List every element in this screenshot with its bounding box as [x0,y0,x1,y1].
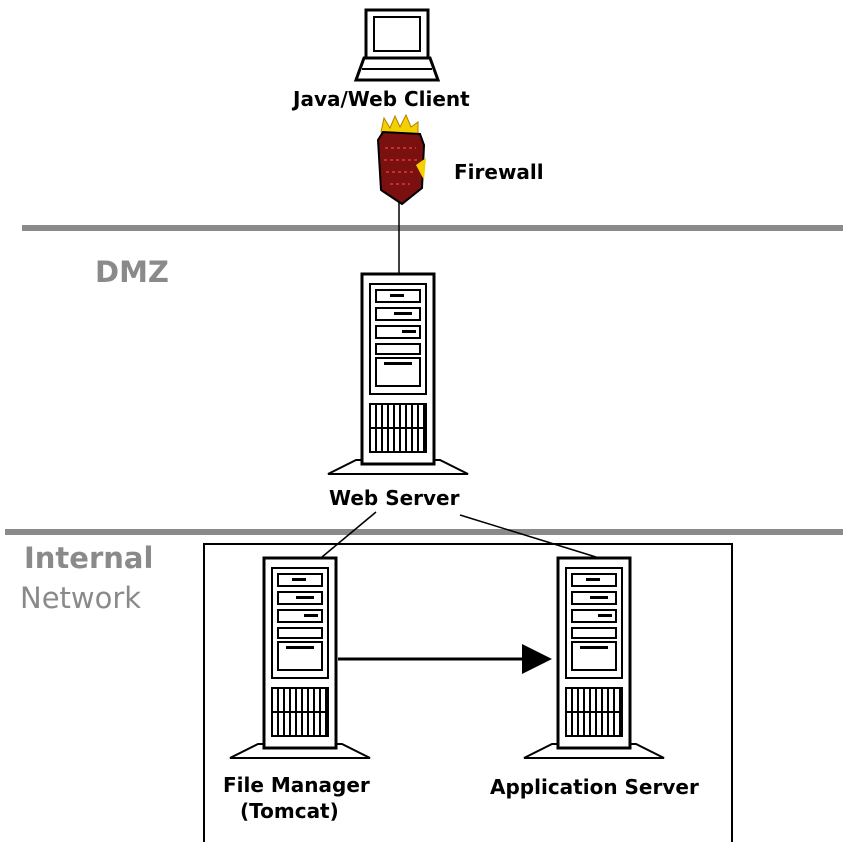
dmz-zone-label: DMZ [95,255,169,289]
internal-divider [5,529,843,535]
application-server-label: Application Server [490,775,699,799]
internal-zone-label: Internal [24,541,154,575]
client-label: Java/Web Client [293,87,470,111]
web-server-icon [326,272,470,476]
firewall-label: Firewall [454,160,544,184]
network-zone-label: Network [20,581,142,615]
firewall-icon [376,113,426,206]
file-manager-sublabel: (Tomcat) [240,799,339,823]
internal-network-enclosure [203,543,733,846]
dmz-divider [22,225,843,231]
webserver-to-appserver-link [459,514,597,558]
laptop-icon [353,8,441,82]
web-server-label: Web Server [329,486,460,510]
webserver-to-filemanager-link [321,511,377,558]
file-manager-label: File Manager [223,773,370,797]
